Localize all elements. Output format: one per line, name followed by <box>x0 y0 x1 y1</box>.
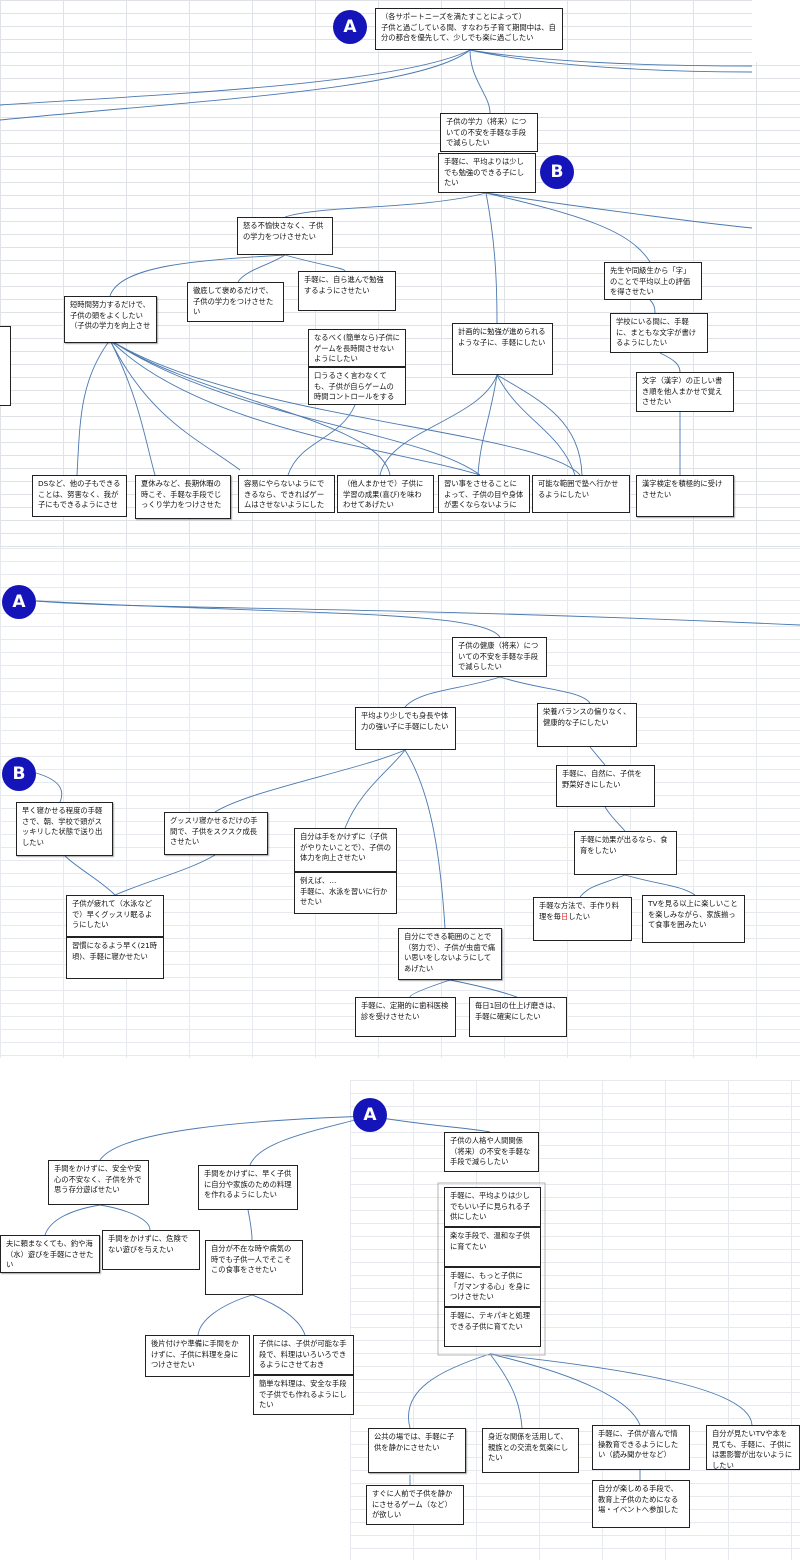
node-limit-game[interactable]: なるべく(簡単なら)子供にゲームを長時間させないようにしたい <box>308 329 406 367</box>
node-kids-cooking[interactable]: 手間をかけずに、早く子供に自分や家族のための料理を作れるようにしたい <box>198 1165 298 1210</box>
node-top-goal[interactable]: （各サポートニーズを満たすことによって） 子供と過ごしている間、すなわち子育て期… <box>375 8 563 50</box>
node-early-sleep[interactable]: 早く寝かせる程度の手軽さで、朝、学校で頭がスッキリした状態で送り出したい <box>16 802 113 856</box>
node-cram-school[interactable]: 可能な範囲で塾へ行かせるようにしたい <box>532 475 630 513</box>
cook-text-a: 手軽な方法で、手作り料理を毎 <box>539 901 619 921</box>
node-efficient-child[interactable]: 手軽に、テキパキと処理できる子供に育てたい <box>444 1307 541 1347</box>
node-sound-sleep[interactable]: グッスリ寝かせるだけの手間で、子供をスクスク成長させたい <box>164 812 268 855</box>
node-tv-books[interactable]: 自分が見たいTVや本を見ても、手軽に、子供には悪影響が出ないようにしたい <box>706 1425 800 1470</box>
node-dentist[interactable]: 手軽に、定期的に歯科医検診を受けさせたい <box>355 997 456 1037</box>
node-self-study[interactable]: 手軽に、自ら進んで勉強するようにさせたい <box>298 271 396 311</box>
node-health-anxiety[interactable]: 子供の健康（将来）についての不安を手軽な手段で減らしたい <box>452 637 547 677</box>
node-events[interactable]: 自分が楽しめる手段で、教育上子供のためになる場・イベントへ参加した <box>592 1480 690 1528</box>
node-planned-study[interactable]: 計画的に勉強が進められるような子に、手軽にしたい <box>452 323 553 375</box>
node-learning-joy[interactable]: （他人まかせで）子供に学習の成果(喜び)を味わわせてあげたい <box>337 475 434 513</box>
node-prep-cleanup[interactable]: 後片付けや準備に手間をかけずに、子供に料理を身につけさせたい <box>145 1335 250 1377</box>
node-stroke-order[interactable]: 文字（漢字）の正しい書き順を他人まかせで覚えさせたい <box>636 372 734 412</box>
node-brushing[interactable]: 毎日1回の仕上げ磨きは、手軽に確実にしたい <box>469 997 567 1037</box>
node-food-education[interactable]: 手軽に効果が出るなら、食育をしたい <box>574 831 677 875</box>
node-family-meal[interactable]: TVを見る以上に楽しいことを楽しみながら、家族揃って食事を囲みたい <box>642 895 745 943</box>
node-study-anxiety[interactable]: 子供の学力（将来）についての不安を手軽な手段で減らしたい <box>440 113 538 152</box>
node-self-control-game[interactable]: 口うるさく言わなくても、子供が自らゲームの時間コントロールをするようにさ <box>308 367 406 405</box>
worksheet-grid-bottom <box>350 1080 800 1560</box>
node-homemade-cooking[interactable]: 手軽な方法で、手作り料理を毎日したい <box>533 897 632 941</box>
cook-text-b: したい <box>568 911 591 921</box>
node-summer-break[interactable]: 夏休みなど、長期休暇の時こそ、手軽な手段でじっくり学力をつけさせた <box>135 475 231 519</box>
node-gentle-child[interactable]: 楽な手段で、温和な子供に育てたい <box>444 1227 541 1267</box>
node-short-effort[interactable]: 短時間努力するだけで、子供の頭をよくしたい（子供の学力を向上させ <box>64 296 157 343</box>
node-bedtime[interactable]: 習慣になるよう早く(21時頃)、手軽に寝かせたい <box>66 937 164 979</box>
node-study-average[interactable]: 手軽に、平均よりは少しでも勉強のできる子にしたい <box>438 153 536 193</box>
node-public-quiet[interactable]: 公共の場では、手軽に子供を静かにさせたい <box>368 1428 466 1473</box>
node-fishing[interactable]: 夫に頼まなくても、釣や海（水）遊びを手軽にさせたい <box>0 1235 100 1273</box>
node-capable-cooking[interactable]: 子供には、子供が可能な手段で、料理はいろいろできるようにさせておき <box>253 1335 354 1375</box>
section-a-circle: A <box>353 1098 387 1132</box>
node-outdoor-play[interactable]: 手間をかけずに、安全や安心の不安なく、子供を外で思う存分遊ばせたい <box>48 1160 149 1205</box>
node-handwriting-school[interactable]: 学校にいる間に、手軽に、まともな文字が書けるようにしたい <box>610 313 708 353</box>
node-praise[interactable]: 徹底して褒めるだけで、子供の学力をつけさせたい <box>187 282 284 322</box>
node-strong-body[interactable]: 平均より少しでも身長や体力の強い子に手軽にしたい <box>355 707 456 750</box>
node-relatives[interactable]: 身近な関係を活用して、親族との交流を気楽にしたい <box>482 1428 579 1473</box>
node-patience[interactable]: 手軽に、もっと子供に「ガマンする心」を身につけさせたい <box>444 1267 541 1307</box>
section-b-circle: B <box>540 155 574 189</box>
node-no-anger-study[interactable]: 怒る不愉快さなく、子供の学力をつけさせたい <box>237 217 333 255</box>
node-handwriting-eval[interactable]: 先生や同級生から「字」のことで平均以上の評価を得させたい <box>604 262 702 300</box>
node-no-game[interactable]: 容易にやらないようにできるなら、できればゲームはさせないようにしたい <box>238 475 335 513</box>
cook-text-red: 日 <box>560 911 569 921</box>
section-b-circle: B <box>2 757 36 791</box>
node-partial-left <box>0 326 11 406</box>
node-personality-anxiety[interactable]: 子供の人格や人間関係（将来）の不安を手軽な手段で減らしたい <box>444 1132 539 1172</box>
node-good-child[interactable]: 手軽に、平均よりは少しでもいい子に見られる子供にしたい <box>444 1187 541 1227</box>
node-simple-cooking[interactable]: 簡単な料理は、安全な手段で子供でも作れるようにしたい <box>253 1375 354 1415</box>
node-safe-play[interactable]: 手間をかけずに、危険でない遊びを与えたい <box>102 1230 200 1270</box>
node-ds-games[interactable]: DSなど、他の子もできることは、努害なく、我が子にもできるようにさせ <box>32 475 127 517</box>
node-cavity[interactable]: 自分にできる範囲のことで（努力で）、子供が虫歯で痛い思いをしないようにしてあげた… <box>398 928 502 980</box>
node-tired-swim[interactable]: 子供が疲れて（水泳などで）早くグッスリ眠るようにしたい <box>66 895 164 937</box>
node-emotional-edu[interactable]: 手軽に、子供が喜んで情操教育できるようにしたい（読み聞かせなど） <box>592 1425 690 1470</box>
node-lessons-health[interactable]: 習い事をさせることによって、子供の目や身体が悪くならないようにした <box>438 475 530 513</box>
node-meal-alone[interactable]: 自分が不在な時や病気の時でも子供一人でそこそこの食事をさせたい <box>205 1240 303 1295</box>
node-nutrition[interactable]: 栄養バランスの偏りなく、健康的な子にしたい <box>537 703 637 747</box>
node-swim-lessons[interactable]: 例えば、… 手軽に、水泳を習いに行かせたい <box>294 872 397 914</box>
node-vegetables[interactable]: 手軽に、自然に、子供を野菜好きにしたい <box>556 765 655 807</box>
section-a-circle: A <box>333 10 367 44</box>
node-kanji-test[interactable]: 漢字検定を積極的に受けさせたい <box>636 475 734 517</box>
section-a-circle: A <box>2 585 36 619</box>
node-stamina[interactable]: 自分は手をかけずに（子供がやりたいことで）、子供の体力を向上させたい <box>294 828 397 872</box>
node-quiet-game[interactable]: すぐに人前で子供を静かにさせるゲーム（など）が欲しい <box>366 1485 464 1525</box>
